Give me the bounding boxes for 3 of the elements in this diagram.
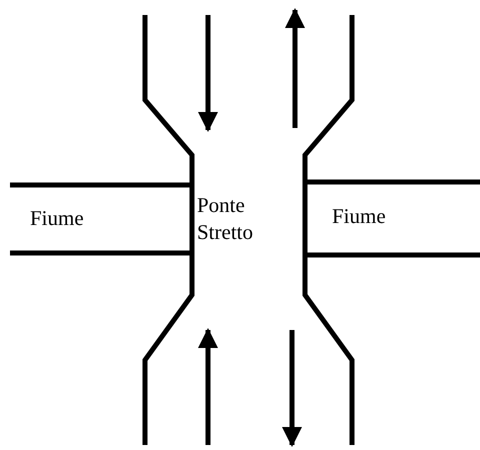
bridge-label: Ponte Stretto — [197, 192, 254, 246]
river-label: Fiume — [332, 203, 386, 230]
river-label: Fiume — [30, 205, 84, 232]
